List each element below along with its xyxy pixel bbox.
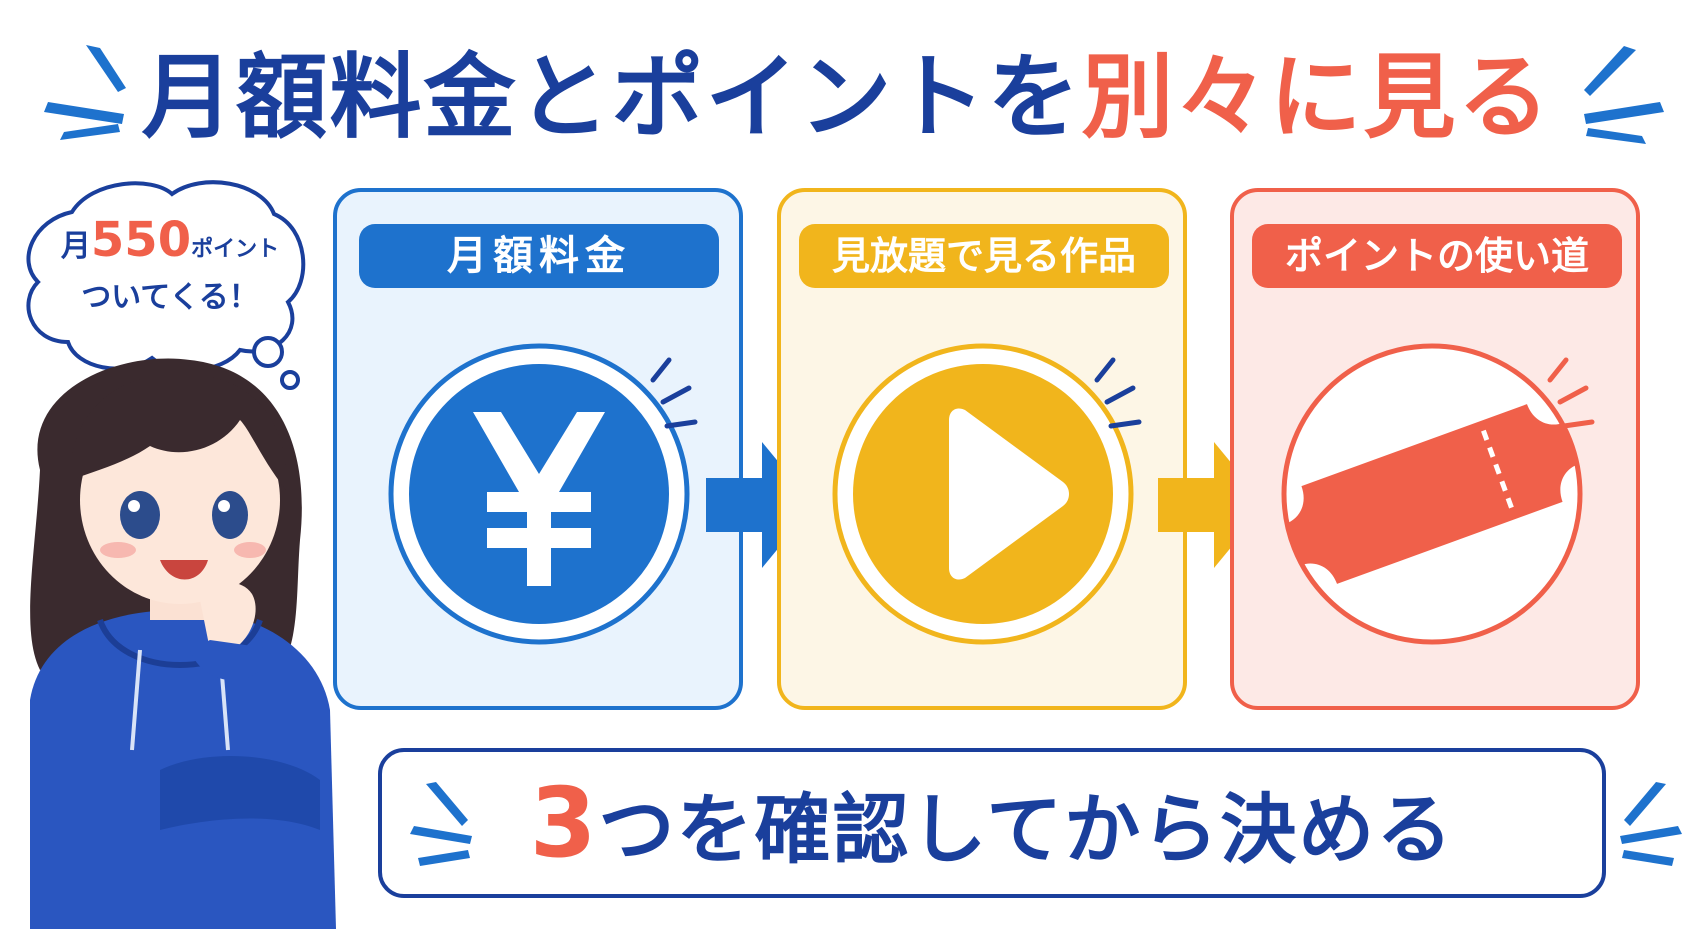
spark-left-icon [44,45,126,140]
girl-illustration [30,358,336,929]
bubble-line1: 月550ポイント [40,212,300,278]
title-blue-part: 月額料金とポイントを [141,44,1082,151]
title-red-part: 別々に見る [1081,44,1552,151]
bubble-line2: ついてくる！ [81,280,259,315]
ticket-icon [1285,404,1579,584]
bubble-suffix: ポイント [191,237,280,262]
card-yellow-art [832,343,1142,645]
conclusion-banner: 3つを確認してから決める [378,748,1606,898]
card-point-usage: ポイントの使い道 [1230,188,1640,710]
banner-message: つを確認してから決める [598,785,1455,874]
card-label-monthly-fee: 月額料金 [359,224,719,288]
card-monthly-fee: 月額料金 [333,188,743,710]
card-blue-art [388,343,698,645]
banner-number: 3 [529,767,599,879]
bubble-number: 550 [90,212,192,268]
yen-icon [473,412,605,586]
bubble-prefix: 月 [60,229,91,264]
page-title: 月額料金とポイントを別々に見る [0,38,1693,158]
spark-banner-left-icon [410,782,472,866]
bubble-text: 月550ポイント ついてくる！ [40,212,300,318]
thought-bubble [26,180,306,390]
spark-right-icon [1584,46,1664,144]
card-red-art [1281,343,1595,645]
banner-text: 3つを確認してから決める [382,752,1602,894]
spark-banner-right-icon [1620,782,1682,866]
card-label-unlimited-titles: 見放題で見る作品 [799,224,1169,288]
card-unlimited-titles: 見放題で見る作品 [777,188,1187,710]
play-icon [949,408,1069,580]
card-label-point-usage: ポイントの使い道 [1252,224,1622,288]
